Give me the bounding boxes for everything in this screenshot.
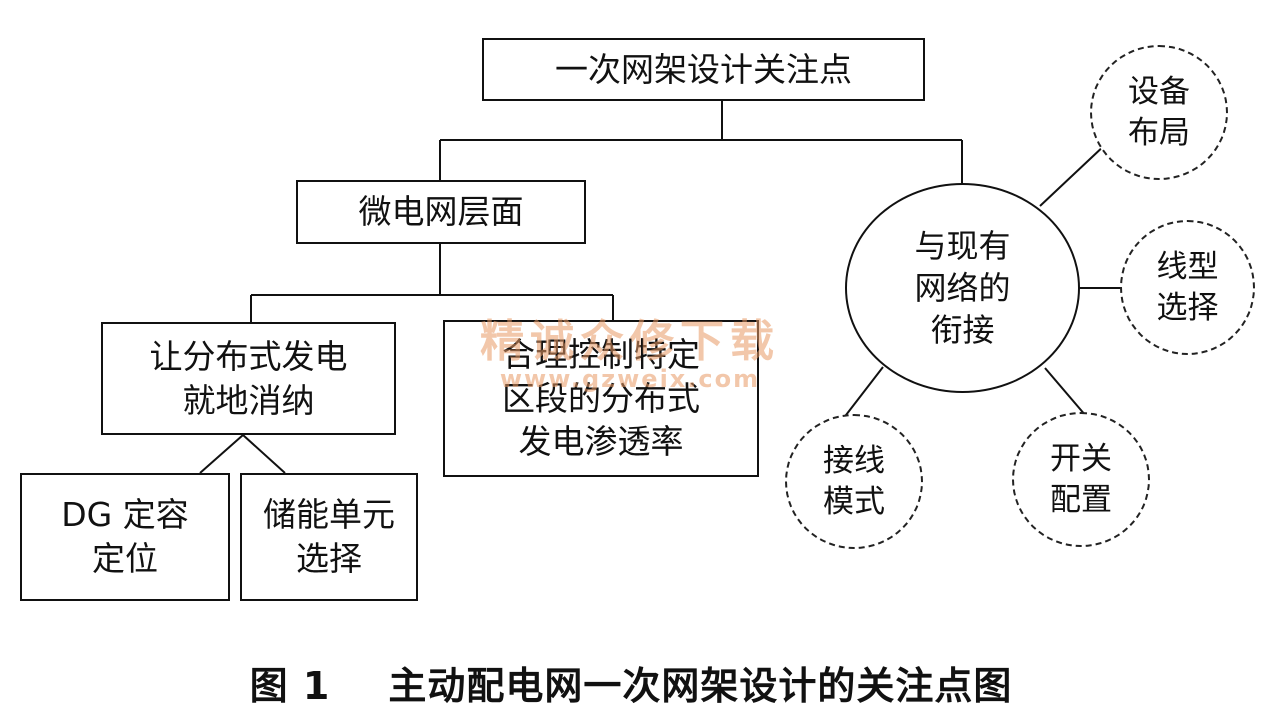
dg-sizing-line-1: DG 定容 [61, 495, 189, 535]
storage-selection-line-2: 选择 [296, 539, 362, 578]
penetration-control-line-1: 合理控制特定 [502, 335, 700, 375]
local-consumption-line-2: 就地消纳 [182, 380, 315, 420]
figure-title: 主动配电网一次网架设计的关注点图 [388, 664, 1013, 708]
line-type-node: 线型 选择 [1120, 220, 1255, 355]
network-connection-line-2: 网络的 [914, 268, 1011, 307]
switch-config-node: 开关 配置 [1012, 412, 1150, 547]
microgrid-level-label: 微电网层面 [358, 192, 524, 232]
wiring-mode-node: 接线 模式 [785, 414, 923, 549]
wiring-mode-line-2: 模式 [823, 483, 885, 520]
local-consumption-line-1: 让分布式发电 [149, 336, 348, 376]
equipment-layout-node: 设备 布局 [1090, 45, 1228, 180]
microgrid-level-node: 微电网层面 [296, 180, 586, 244]
line-type-line-1: 线型 [1156, 248, 1219, 285]
figure-caption: 图 1 主动配电网一次网架设计的关注点图 [0, 655, 1262, 710]
dg-sizing-node: DG 定容 定位 [20, 473, 230, 601]
penetration-control-line-2: 区段的分布式 [502, 378, 700, 418]
storage-selection-line-1: 储能单元 [263, 495, 395, 535]
network-connection-line-3: 衔接 [930, 311, 995, 350]
root-label: 一次网架设计关注点 [555, 49, 852, 89]
network-connection-line-1: 与现有 [914, 226, 1011, 265]
connector-to-leaf-a [199, 434, 244, 474]
switch-config-line-2: 配置 [1050, 481, 1112, 518]
equipment-layout-line-2: 布局 [1128, 114, 1190, 151]
penetration-control-line-3: 发电渗透率 [518, 422, 684, 462]
local-consumption-node: 让分布式发电 就地消纳 [101, 322, 396, 435]
figure-number: 图 1 [249, 664, 331, 708]
storage-selection-node: 储能单元 选择 [240, 473, 418, 601]
network-connection-node: 与现有 网络的 衔接 [845, 183, 1080, 393]
dg-sizing-line-2: 定位 [92, 539, 158, 578]
equipment-layout-line-1: 设备 [1128, 73, 1190, 110]
switch-config-line-1: 开关 [1050, 440, 1112, 477]
connector-to-leaf-b [242, 434, 286, 474]
connector-to-equipment-layout [1039, 142, 1108, 207]
penetration-control-node: 合理控制特定 区段的分布式 发电渗透率 [443, 320, 759, 477]
root-node: 一次网架设计关注点 [482, 38, 925, 101]
line-type-line-2: 选择 [1156, 289, 1219, 326]
connector-to-switch-config [1044, 367, 1087, 417]
wiring-mode-line-1: 接线 [823, 442, 885, 479]
